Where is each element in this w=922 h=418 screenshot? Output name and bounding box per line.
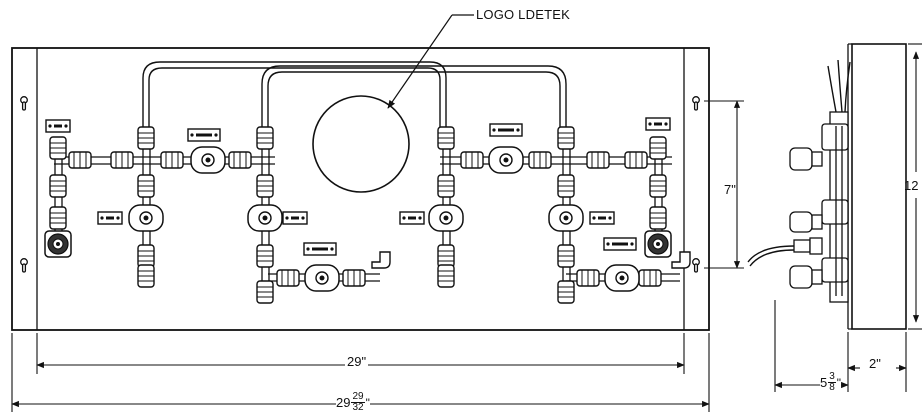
- fraction-stack: 29 32: [351, 391, 365, 413]
- dimension-side-height-label: 12: [904, 178, 919, 193]
- callout-label: LOGO LDETEK: [476, 7, 570, 22]
- fraction-numerator: 3: [828, 371, 836, 383]
- fraction-whole: 5: [820, 375, 828, 390]
- side-panel: [847, 43, 907, 330]
- fraction-stack: 3 8: [828, 372, 836, 393]
- dimension-depth-label: 2": [868, 356, 882, 371]
- logo-placeholder: [312, 95, 410, 193]
- side-tubing: [747, 59, 851, 267]
- fraction-denominator: 32: [352, 402, 364, 413]
- side-component-stack: [789, 111, 849, 303]
- callout-leader: [387, 14, 474, 109]
- dimension-overall-width-label: 29 29 32 ": [336, 392, 370, 413]
- dimension-side-offset-label: 5 3 8 ": [820, 372, 842, 393]
- fraction-whole: 29: [336, 395, 351, 410]
- dimension-line-7: [704, 100, 744, 269]
- dimension-height-label: 7": [724, 181, 736, 198]
- fraction-denominator: 8: [829, 382, 835, 393]
- dimension-line-12: [908, 43, 922, 330]
- fraction-unit: ": [365, 395, 370, 410]
- fraction-unit: ": [836, 375, 842, 390]
- tubing-loop: [142, 61, 567, 128]
- fraction-numerator: 29: [351, 391, 365, 403]
- dimension-width-label: 29": [345, 354, 369, 369]
- elbow-fitting: [371, 251, 691, 269]
